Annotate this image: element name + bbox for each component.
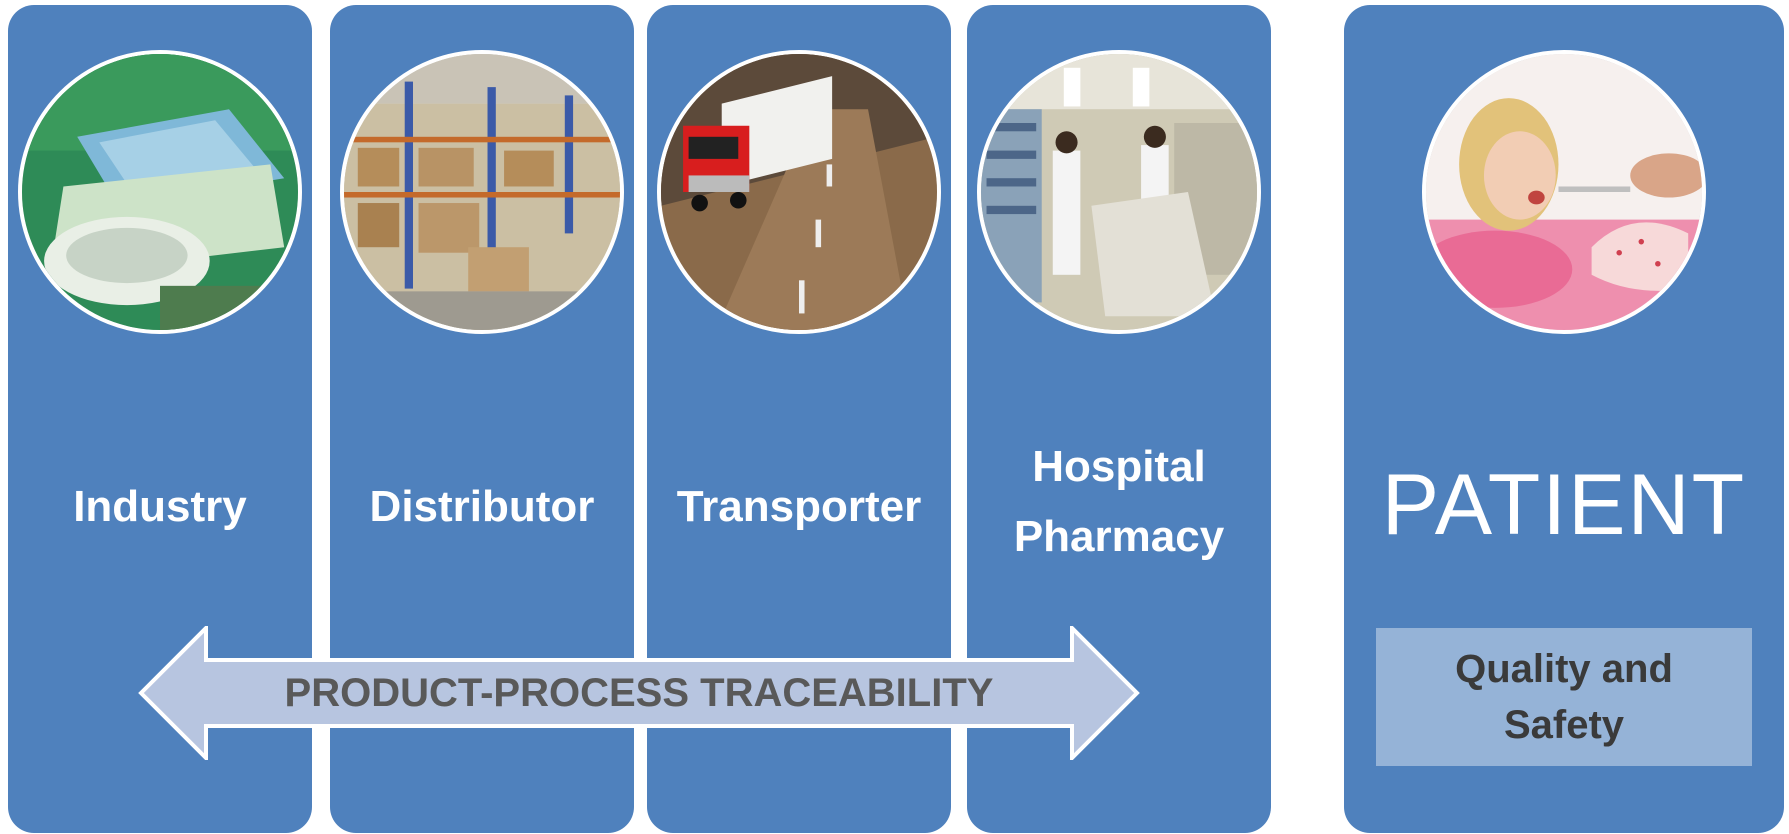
double-arrow-shape: [138, 626, 1140, 760]
stage-panel-industry: Industry: [8, 5, 312, 833]
pharmacy-photo: [977, 50, 1261, 334]
quality-line1: Quality and: [1455, 647, 1673, 691]
stage-label-line2: Pharmacy: [1013, 512, 1225, 562]
stage-label-industry: Industry: [73, 482, 247, 531]
traceability-double-arrow: [138, 626, 1140, 760]
quality-safety-text: Quality and Safety: [1434, 641, 1694, 753]
quality-safety-box: Quality and Safety: [1376, 628, 1752, 766]
stage-panel-hospital-pharmacy: Hospital Pharmacy: [967, 5, 1271, 833]
traceability-label: PRODUCT-PROCESS TRACEABILITY: [284, 671, 994, 715]
patient-label: PATIENT: [1381, 457, 1747, 553]
manufacturing-photo: [18, 50, 302, 334]
warehouse-photo: [340, 50, 624, 334]
truck-photo: [657, 50, 941, 334]
stage-label-distributor: Distributor: [369, 482, 595, 531]
stage-label-transporter: Transporter: [676, 482, 922, 531]
patient-panel: PATIENT Quality and Safety: [1344, 5, 1784, 833]
stage-label-line1: Hospital: [1032, 442, 1206, 491]
quality-line2: Safety: [1503, 703, 1625, 747]
child-medicine-photo: [1422, 50, 1706, 334]
stage-label-hospital-pharmacy: Hospital Pharmacy: [967, 432, 1271, 573]
